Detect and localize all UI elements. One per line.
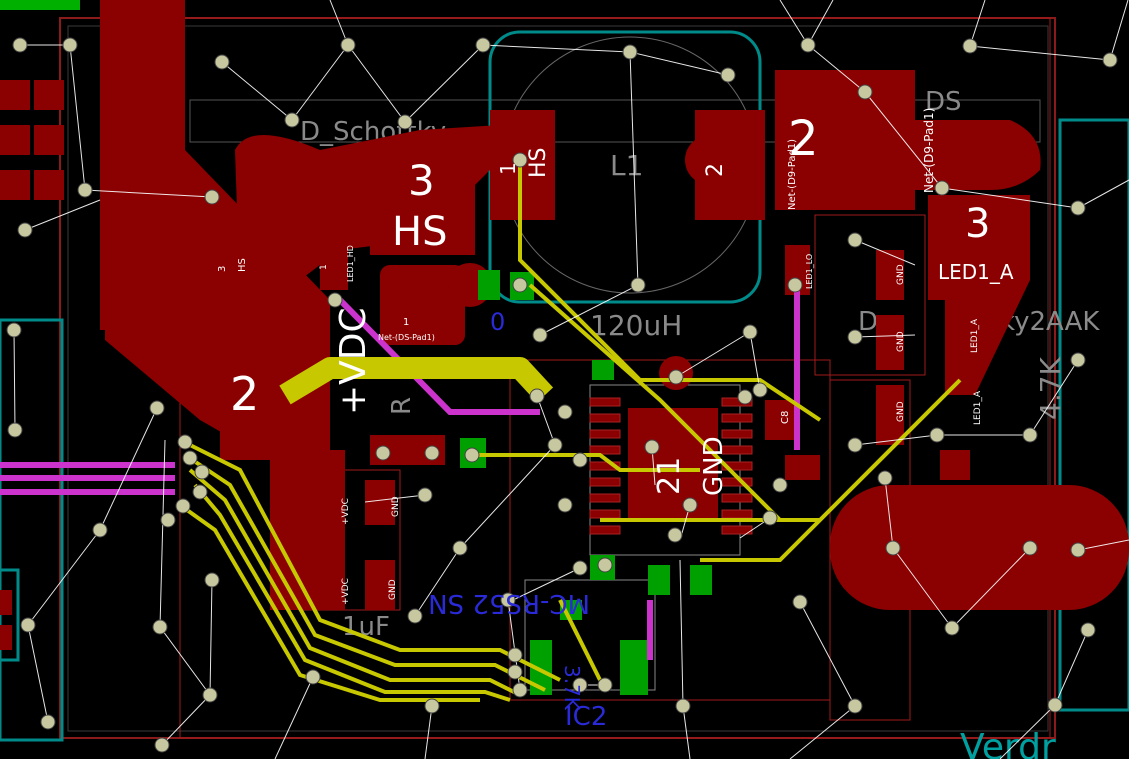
silk-l1: L1 xyxy=(610,149,643,182)
ic-part-name: MC-RS52 SN xyxy=(428,588,590,618)
res-value: 3.7K xyxy=(560,665,584,711)
ic-ref: IC2 xyxy=(565,702,607,732)
gnd-small-2: GND xyxy=(388,579,398,600)
vdc-small-1: +VDC xyxy=(341,498,351,525)
ratsnest xyxy=(13,0,1129,759)
pad-3-led: 3 xyxy=(965,201,990,247)
smd-green-pads xyxy=(460,270,712,695)
led1-a-small-1: LED1_A xyxy=(970,318,980,353)
led1-hd-label: LED1_HD xyxy=(346,245,355,282)
gnd-small-4: GND xyxy=(896,331,906,352)
pad-hs-small: HS xyxy=(526,147,551,178)
pad-hs-label: HS xyxy=(392,209,447,255)
gnd-small-1: GND xyxy=(391,496,401,517)
net-ds-num: 1 xyxy=(403,317,409,328)
led1-a-small-2: LED1_A xyxy=(973,390,983,425)
fab-text: MC-RS52 SN IC2 0 3.7K xyxy=(428,308,607,732)
ic-pins xyxy=(589,397,753,535)
gnd-label: GND xyxy=(699,436,729,496)
pad-1-number: 1 xyxy=(496,162,520,175)
pad-labels: 3 HS 1 HS 2 Net-(D9-Pad1) 2 Net-(D9-Pad1… xyxy=(217,108,1014,605)
silk-ds: DS xyxy=(925,87,962,117)
net-ds-label: Net-(DS-Pad1) xyxy=(378,333,435,342)
gnd-small-5: GND xyxy=(896,401,906,422)
c8-label: C8 xyxy=(780,411,791,424)
net-d9-label-a: Net-(D9-Pad1) xyxy=(787,139,798,210)
pad-2-vdc: 2 xyxy=(230,367,259,421)
pad-2-big: 2 xyxy=(788,111,819,167)
led1-a-label: LED1_A xyxy=(938,260,1014,284)
cap-value: 0 xyxy=(490,308,505,336)
pad-3-number: 3 xyxy=(408,156,435,205)
inner-traces xyxy=(0,280,800,660)
pad-21-number: 21 xyxy=(652,457,687,495)
pad-2-number: 2 xyxy=(703,163,728,177)
silk-d: D xyxy=(858,307,878,337)
vdc-label: +VDC xyxy=(333,307,374,415)
silk-ky2aak: ky2AAK xyxy=(1000,307,1100,337)
vdc-small-2: +VDC xyxy=(341,578,351,605)
silk-4k7: 4.7K xyxy=(1034,356,1067,420)
silk-120uh: 120uH xyxy=(590,309,682,342)
led1-hd-num: 1 xyxy=(319,264,329,270)
vdc-back-wide-trace xyxy=(279,357,554,405)
hs-left-num: 3 xyxy=(217,266,228,272)
led1-lo-label: LED1_LO xyxy=(805,254,814,289)
hs-left-label: HS xyxy=(237,258,248,272)
vias xyxy=(6,37,1118,753)
net-d9-label-b: Net-(D9-Pad1) xyxy=(922,108,936,193)
silk-verdrahtung: Verdr xyxy=(960,727,1056,759)
copper-front-pads xyxy=(0,0,1129,650)
silk-r: R xyxy=(387,397,417,415)
gnd-small-3: GND xyxy=(896,264,906,285)
